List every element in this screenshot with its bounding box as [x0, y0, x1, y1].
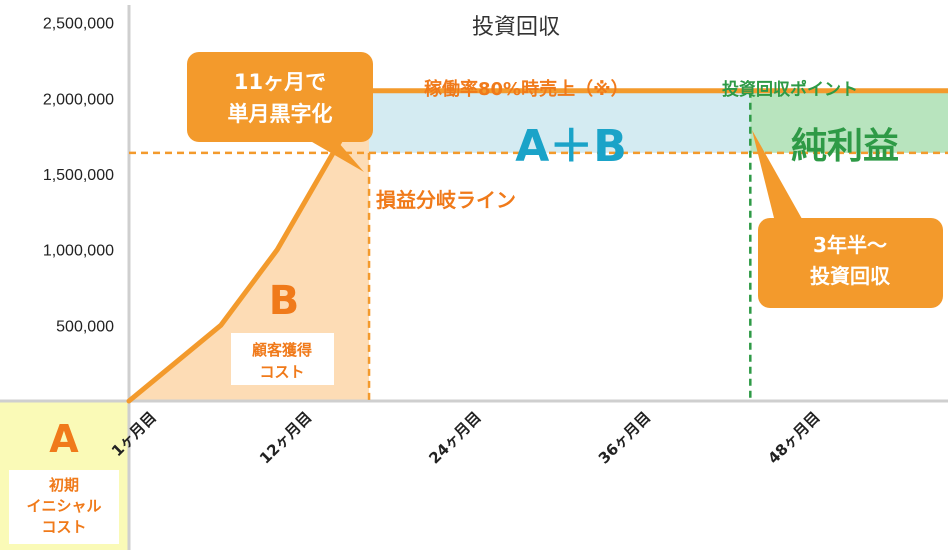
callout-1-box	[187, 52, 373, 142]
breakeven-label: 損益分岐ライン	[376, 188, 516, 212]
callout-2-line-1: 3年半〜	[813, 233, 887, 257]
callout-1-line-2: 単月黒字化	[228, 102, 333, 126]
chart-title: 投資回収	[472, 15, 560, 40]
callout-2-line-2: 投資回収	[810, 264, 891, 288]
b-sub-line-2: コスト	[259, 363, 304, 381]
a-sub-line-3: コスト	[41, 518, 86, 536]
acquisition-cost-area	[129, 90, 370, 401]
a-sub-line-1: 初期	[49, 476, 79, 494]
a-letter: A	[49, 417, 79, 461]
y-tick-label: 500,000	[56, 318, 114, 335]
y-tick-label: 2,500,000	[43, 16, 114, 33]
x-tick-label: 36ヶ月目	[595, 408, 654, 467]
y-tick-label: 1,000,000	[43, 243, 114, 260]
ab-label: A＋B	[515, 121, 627, 172]
rate-label: 稼働率80%時売上（※）	[424, 78, 629, 100]
x-tick-label: 24ヶ月目	[425, 408, 484, 467]
x-tick-label: 12ヶ月目	[256, 408, 315, 467]
y-tick-label: 1,500,000	[43, 167, 114, 184]
b-letter: B	[269, 278, 300, 324]
net-profit-area	[750, 90, 948, 153]
a-sub-line-2: イニシャル	[26, 497, 101, 515]
a-sub-box	[9, 470, 119, 544]
b-sub-box	[231, 333, 334, 385]
callout-2-box	[758, 218, 943, 308]
callout-1-pointer	[300, 135, 364, 172]
y-tick-labels: 2,500,000 2,000,000 1,500,000 1,000,000 500,…	[43, 16, 114, 336]
revenue-series-line	[126, 88, 948, 404]
recovery-area	[369, 90, 751, 153]
callout-1-line-1: 11ヶ月で	[234, 70, 326, 94]
y-tick-label: 2,000,000	[43, 91, 114, 108]
callout-2-pointer	[752, 130, 806, 226]
b-sub-line-1: 顧客獲得	[252, 341, 312, 359]
payback-point-label: 投資回収ポイント	[722, 79, 858, 100]
x-tick-label: 48ヶ月目	[764, 408, 823, 467]
profit-label: 純利益	[791, 126, 899, 167]
